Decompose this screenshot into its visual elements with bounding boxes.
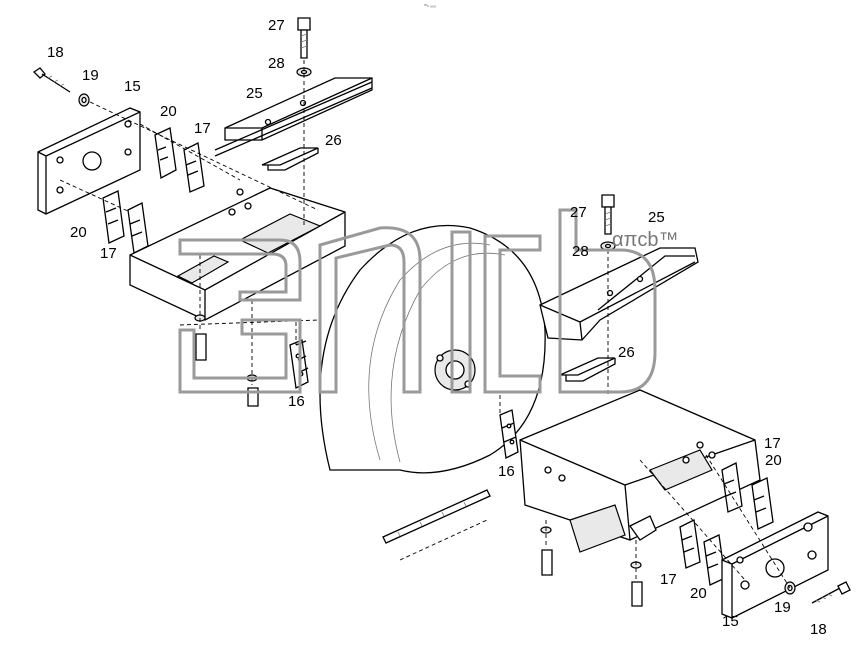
plate-15-left [37, 107, 141, 215]
callout-26-right: 26 [618, 344, 635, 361]
callout-19-left: 19 [82, 67, 99, 84]
callout-28-top: 28 [268, 55, 285, 72]
strip-bar [382, 489, 491, 544]
callout-25-right: 25 [648, 209, 665, 226]
shim-26-right [559, 357, 616, 382]
callout-20-lower-left: 20 [70, 224, 87, 241]
guard-25-right [539, 247, 699, 341]
callout-28-right: 28 [572, 243, 589, 260]
clip-20-upper-left [154, 127, 177, 180]
callout-20-right-upper: 20 [765, 452, 782, 469]
clip-17-lower-left [127, 202, 149, 254]
washer-19-left [78, 93, 90, 107]
callout-20-right-lower: 20 [690, 585, 707, 602]
clip-17-right-lower [679, 519, 701, 569]
header-mark: ᵐₙ ₒₒₒ [424, 3, 436, 9]
callout-17-lower-left: 17 [100, 245, 117, 262]
clip-17-upper-left [183, 142, 205, 193]
clip-20-lower-left [102, 190, 125, 244]
watermark-text: απcb™ [612, 229, 679, 251]
bolt-18-left [32, 67, 71, 93]
callout-19-right: 19 [774, 599, 791, 616]
clip-17-right-upper [721, 462, 743, 513]
assembly-lines [59, 60, 791, 589]
callout-25-top: 25 [246, 85, 263, 102]
right-frame [519, 389, 761, 553]
callout-17-upper-left: 17 [194, 120, 211, 137]
callout-20-upper-left: 20 [160, 103, 177, 120]
clip-20-right-upper [751, 477, 774, 530]
callout-18-right: 18 [810, 621, 827, 638]
bolt-27-right [601, 194, 615, 235]
bolt-27-top [297, 17, 311, 59]
callout-18-left: 18 [47, 44, 64, 61]
guard-25-top [214, 77, 373, 157]
callout-15-left: 15 [124, 78, 141, 95]
callout-16-right: 16 [498, 463, 515, 480]
callout-17-right-lower: 17 [660, 571, 677, 588]
bolt-18-right [811, 581, 851, 604]
callout-15-right: 15 [722, 613, 739, 630]
callout-27-right: 27 [570, 204, 587, 221]
shim-26-top [261, 147, 319, 171]
block-16-right [499, 409, 519, 459]
callout-16-left: 16 [288, 393, 305, 410]
callout-17-right-upper: 17 [764, 435, 781, 452]
callout-27-top: 27 [268, 17, 285, 34]
idler-wheel [319, 224, 546, 474]
watermark-outline [178, 208, 657, 394]
callout-26-top: 26 [325, 132, 342, 149]
